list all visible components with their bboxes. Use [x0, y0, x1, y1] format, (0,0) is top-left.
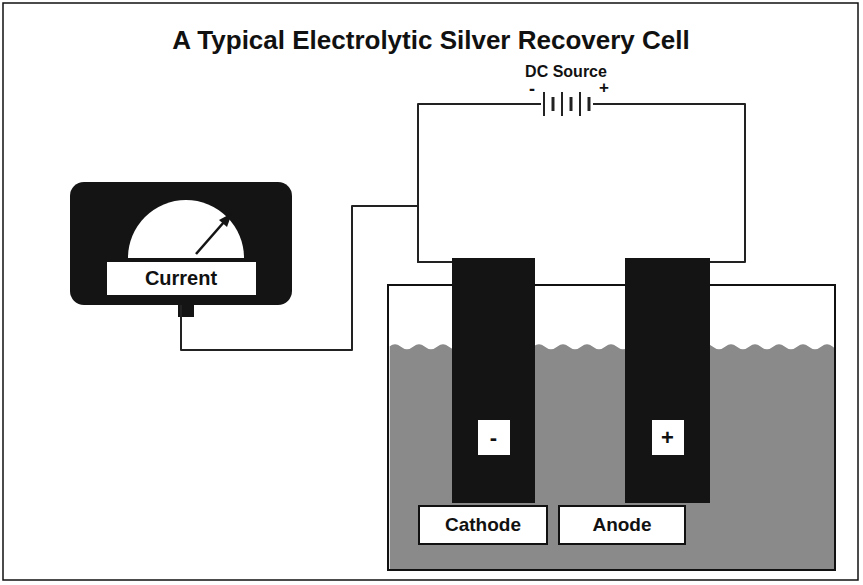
current-meter: Current [70, 182, 292, 305]
circuit-wire [418, 104, 745, 262]
battery-plate [570, 97, 573, 111]
electrode-name: Cathode [445, 513, 521, 537]
battery-plate [579, 92, 581, 116]
meter-dial [128, 200, 244, 258]
electrode-sign: - [478, 420, 510, 455]
electrode-name: Anode [592, 513, 651, 537]
source-label: DC Source [525, 63, 607, 81]
electrode-tag: Anode [558, 505, 686, 545]
battery-plate [552, 97, 555, 111]
electrode-sign: + [652, 420, 684, 455]
meter-needle [196, 222, 224, 254]
battery-plate [588, 97, 591, 111]
battery-plate [543, 92, 545, 116]
terminal-sign: + [599, 78, 609, 98]
electrode-tag: Cathode [418, 505, 548, 545]
diagram-title: A Typical Electrolytic Silver Recovery C… [172, 25, 689, 56]
cathode-electrode: - [452, 258, 535, 503]
terminal-sign: - [529, 79, 535, 100]
anode-electrode: + [625, 258, 710, 503]
meter-body [70, 182, 292, 305]
battery-gap [541, 99, 593, 109]
needle-tip [219, 213, 232, 227]
battery-plate [561, 92, 563, 116]
image-frame [3, 3, 858, 580]
meter-label: Current [107, 262, 256, 295]
